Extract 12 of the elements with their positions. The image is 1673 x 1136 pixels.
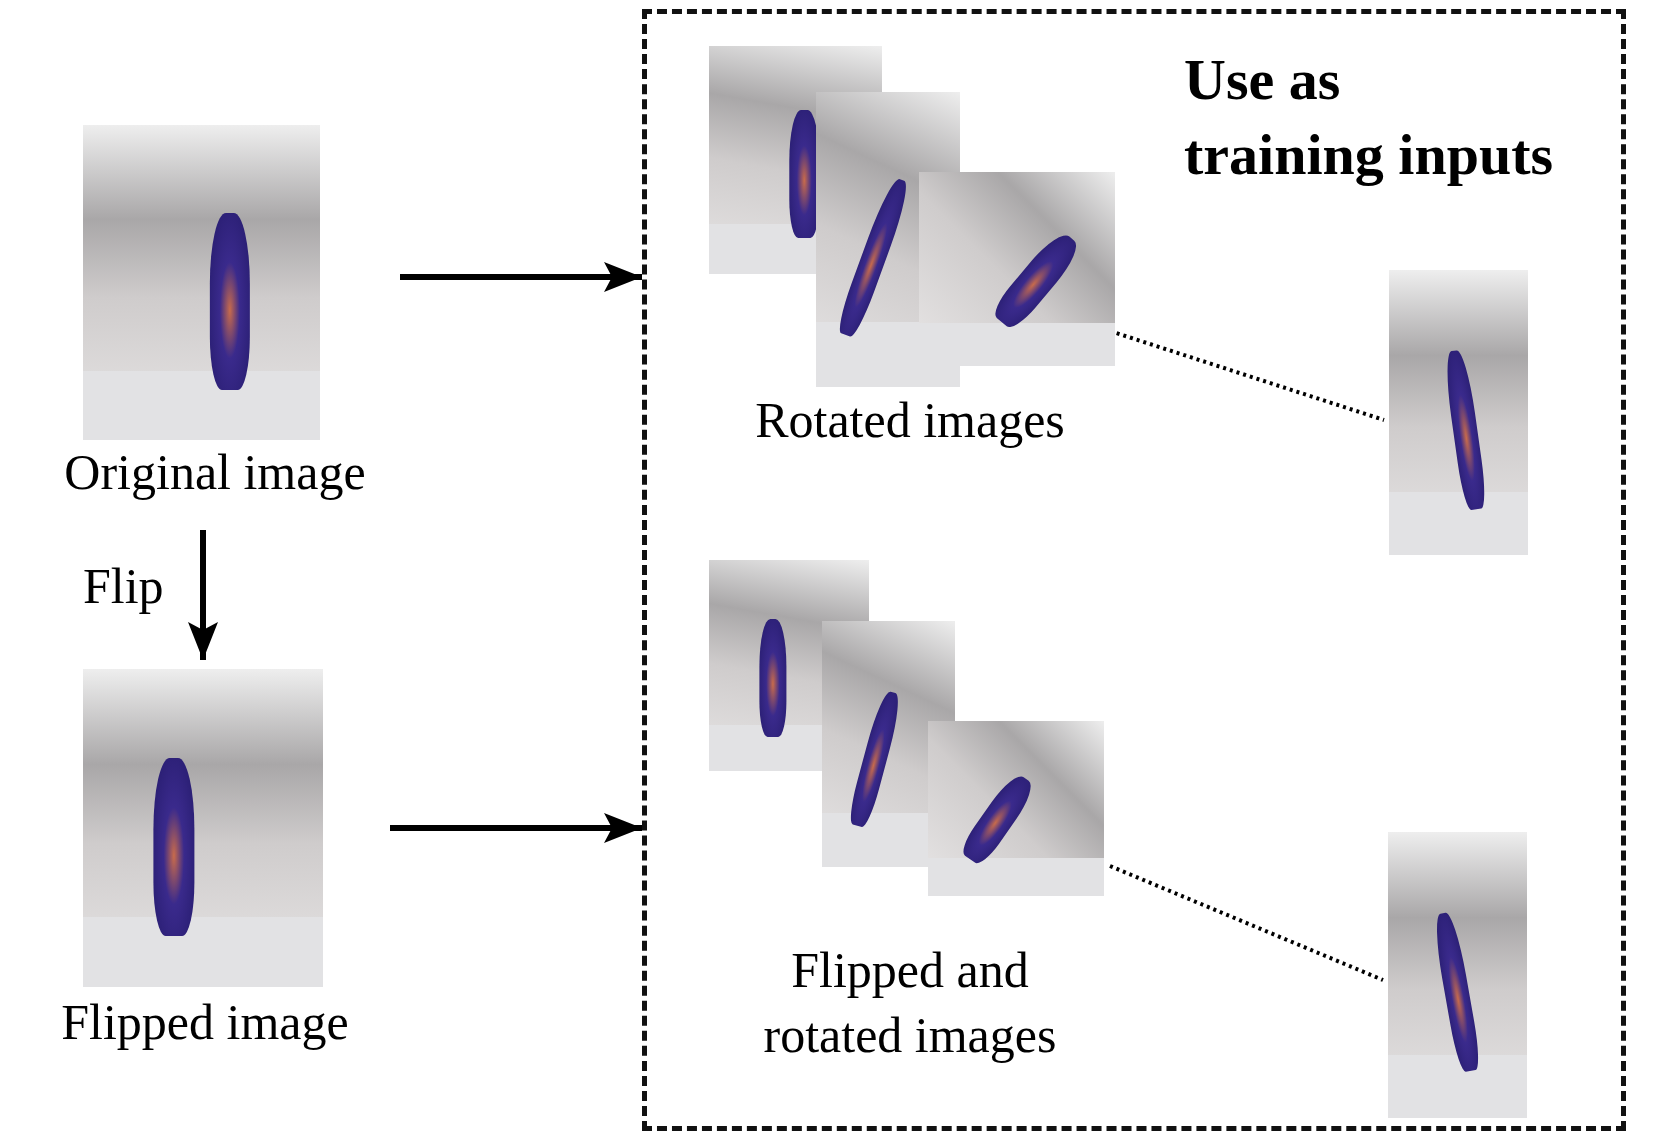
arrow [390, 813, 642, 843]
photo-placeholder [1388, 832, 1527, 1118]
photo-placeholder [1389, 270, 1528, 555]
dotted-line [1109, 864, 1384, 982]
image-caption: Rotated images [754, 391, 1066, 450]
image-caption: Flipped and rotated images [762, 941, 1058, 1065]
image-caption: Original image [63, 443, 367, 502]
arrow [400, 262, 642, 292]
frame-title: Use as training inputs [1184, 46, 1555, 190]
arrow [188, 530, 218, 660]
dashed-frame [642, 9, 1626, 1131]
image-caption: Flipped image [60, 993, 350, 1052]
